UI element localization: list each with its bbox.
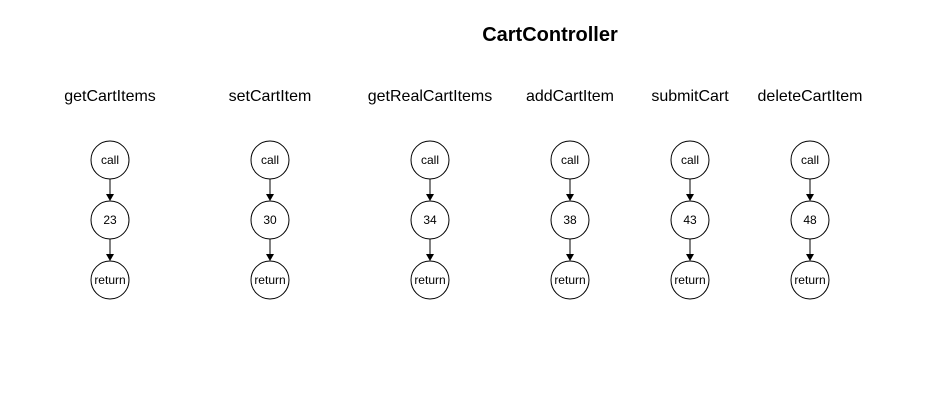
- flow-node: call: [790, 140, 830, 180]
- flow-arrow: [806, 179, 814, 201]
- flow-arrow: [806, 239, 814, 261]
- arrowhead-icon: [266, 194, 274, 201]
- node-label: call: [101, 153, 119, 167]
- arrowhead-icon: [566, 254, 574, 261]
- node-label: 23: [103, 213, 117, 227]
- node-circle: [250, 140, 290, 180]
- node-circle: [250, 260, 290, 300]
- flow-node: call: [670, 140, 710, 180]
- node-label: return: [674, 273, 705, 287]
- flow-arrow: [686, 179, 694, 201]
- flow-node: 38: [550, 200, 590, 240]
- method-name-label: deleteCartItem: [758, 88, 863, 105]
- node-label: return: [94, 273, 125, 287]
- node-circle: [410, 260, 450, 300]
- flow-node: return: [250, 260, 290, 300]
- node-circle: [670, 260, 710, 300]
- node-circle: [410, 140, 450, 180]
- node-circle: [670, 140, 710, 180]
- flow-node: call: [250, 140, 290, 180]
- flow-node: 48: [790, 200, 830, 240]
- method-column: getCartItems call 23 return: [64, 88, 156, 300]
- arrowhead-icon: [686, 194, 694, 201]
- node-label: call: [261, 153, 279, 167]
- flow-arrow: [426, 239, 434, 261]
- flow-arrow: [426, 179, 434, 201]
- node-label: return: [554, 273, 585, 287]
- flow-arrow: [566, 179, 574, 201]
- method-name-label: getCartItems: [64, 88, 156, 105]
- node-circle: [90, 260, 130, 300]
- flow-arrow: [106, 179, 114, 201]
- flow-node: 23: [90, 200, 130, 240]
- node-label: return: [414, 273, 445, 287]
- method-column: submitCart call 43 return: [651, 88, 729, 300]
- node-circle: [670, 200, 710, 240]
- flow-node: call: [550, 140, 590, 180]
- arrowhead-icon: [426, 194, 434, 201]
- arrowhead-icon: [806, 194, 814, 201]
- node-circle: [90, 200, 130, 240]
- flow-node: return: [550, 260, 590, 300]
- method-name-label: setCartItem: [229, 88, 312, 105]
- method-column: setCartItem call 30 return: [229, 88, 312, 300]
- flow-node: 43: [670, 200, 710, 240]
- node-circle: [790, 200, 830, 240]
- node-circle: [250, 200, 290, 240]
- node-label: 38: [563, 213, 577, 227]
- arrowhead-icon: [806, 254, 814, 261]
- node-label: return: [254, 273, 285, 287]
- node-circle: [790, 140, 830, 180]
- diagram-title: CartController: [482, 24, 618, 46]
- flow-node: call: [410, 140, 450, 180]
- node-circle: [550, 200, 590, 240]
- flow-node: 34: [410, 200, 450, 240]
- arrowhead-icon: [266, 254, 274, 261]
- arrowhead-icon: [426, 254, 434, 261]
- flow-arrow: [266, 239, 274, 261]
- method-name-label: getRealCartItems: [368, 88, 493, 105]
- node-circle: [90, 140, 130, 180]
- arrowhead-icon: [566, 194, 574, 201]
- node-circle: [550, 260, 590, 300]
- method-name-label: submitCart: [651, 88, 729, 105]
- node-circle: [550, 140, 590, 180]
- node-label: 48: [803, 213, 817, 227]
- node-label: return: [794, 273, 825, 287]
- flow-arrow: [566, 239, 574, 261]
- flow-node: 30: [250, 200, 290, 240]
- node-label: 30: [263, 213, 277, 227]
- flow-node: return: [790, 260, 830, 300]
- arrowhead-icon: [106, 254, 114, 261]
- node-label: call: [681, 153, 699, 167]
- method-column: deleteCartItem call 48 return: [758, 88, 863, 300]
- arrowhead-icon: [686, 254, 694, 261]
- flow-node: call: [90, 140, 130, 180]
- node-label: call: [561, 153, 579, 167]
- node-label: call: [421, 153, 439, 167]
- arrowhead-icon: [106, 194, 114, 201]
- flow-arrow: [106, 239, 114, 261]
- method-column: addCartItem call 38 return: [526, 88, 614, 300]
- node-circle: [790, 260, 830, 300]
- node-label: call: [801, 153, 819, 167]
- node-label: 43: [683, 213, 697, 227]
- node-label: 34: [423, 213, 437, 227]
- flow-arrow: [266, 179, 274, 201]
- method-name-label: addCartItem: [526, 88, 614, 105]
- flow-arrow: [686, 239, 694, 261]
- flow-node: return: [410, 260, 450, 300]
- method-column: getRealCartItems call 34 return: [368, 88, 493, 300]
- flow-node: return: [90, 260, 130, 300]
- node-circle: [410, 200, 450, 240]
- flow-node: return: [670, 260, 710, 300]
